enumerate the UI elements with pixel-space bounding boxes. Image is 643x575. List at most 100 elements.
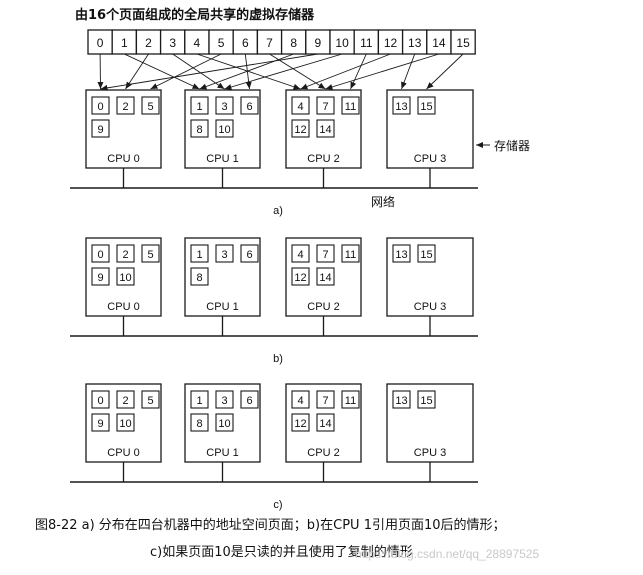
page-frame <box>190 390 209 409</box>
page-frame <box>91 267 110 286</box>
page-frame <box>116 244 135 263</box>
page-number: 12 <box>294 418 306 430</box>
page-number: 10 <box>119 272 131 284</box>
memory-page-cell <box>377 29 404 55</box>
panel-sublabel: b) <box>273 353 283 365</box>
page-frame <box>341 96 360 115</box>
page-number: 8 <box>196 272 202 284</box>
page-frame <box>341 244 360 263</box>
page-frame <box>291 244 310 263</box>
memory-page-cell <box>401 29 428 55</box>
page-number: 13 <box>395 101 407 113</box>
page-number: 15 <box>420 395 432 407</box>
page-mapping-arrow <box>196 53 301 90</box>
page-frame <box>316 96 335 115</box>
page-number: 6 <box>246 249 252 261</box>
page-number: 10 <box>218 124 230 136</box>
cpu-label: CPU 2 <box>307 153 339 165</box>
page-frame <box>291 96 310 115</box>
page-frame <box>190 244 209 263</box>
page-mapping-arrow <box>300 53 391 90</box>
cpu-label: CPU 1 <box>206 301 238 313</box>
page-number: 14 <box>319 124 331 136</box>
page-number: 3 <box>221 395 227 407</box>
caption-line-1: 图8-22 a) 分布在四台机器中的地址空间页面；b)在CPU 1引用页面10后… <box>35 518 506 533</box>
page-frame <box>215 413 234 432</box>
page-frame <box>116 96 135 115</box>
caption-line-2: c)如果页面10是只读的并且使用了复制的情形 <box>150 545 413 560</box>
memory-page-number: 10 <box>335 36 349 50</box>
page-mapping-arrow <box>124 53 200 90</box>
page-number: 1 <box>196 101 202 113</box>
memory-page-number: 12 <box>384 36 398 50</box>
page-frame <box>316 119 335 138</box>
page-number: 10 <box>119 418 131 430</box>
network-label: 网络 <box>371 194 395 209</box>
cpu-label: CPU 2 <box>307 301 339 313</box>
figure-title: 由16个页面组成的全局共享的虚拟存储器 <box>75 8 315 23</box>
page-mapping-arrow <box>150 53 222 90</box>
page-number: 9 <box>97 418 103 430</box>
page-number: 11 <box>345 101 356 113</box>
page-number: 14 <box>319 418 331 430</box>
memory-page-cell <box>426 29 452 55</box>
memory-page-number: 7 <box>266 36 273 50</box>
page-mapping-arrow <box>224 53 343 90</box>
page-number: 4 <box>297 249 303 261</box>
memory-page-number: 9 <box>315 36 322 50</box>
page-frame <box>141 96 160 115</box>
page-number: 0 <box>97 395 103 407</box>
page-frame <box>91 96 110 115</box>
page-mapping-arrow <box>125 53 149 90</box>
watermark: https://blog.csdn.net/qq_28897525 <box>355 547 540 561</box>
panel-sublabel: a) <box>273 205 283 217</box>
page-frame <box>215 390 234 409</box>
page-number: 13 <box>395 249 407 261</box>
memory-page-number: 15 <box>456 36 470 50</box>
memory-page-cell <box>353 29 380 55</box>
page-number: 7 <box>322 101 328 113</box>
page-frame <box>291 413 310 432</box>
memory-page-number: 13 <box>408 36 422 50</box>
page-frame <box>91 119 110 138</box>
cpu-label: CPU 0 <box>107 153 139 165</box>
page-number: 15 <box>420 249 432 261</box>
cpu-label: CPU 1 <box>206 447 238 459</box>
memory-page-number: 6 <box>242 36 249 50</box>
cpu-label: CPU 1 <box>206 153 238 165</box>
cpu-label: CPU 0 <box>107 301 139 313</box>
page-frame <box>240 390 259 409</box>
page-mapping-arrow <box>269 53 326 90</box>
page-frame <box>116 267 135 286</box>
page-number: 6 <box>246 101 252 113</box>
page-frame <box>417 390 436 409</box>
page-number: 6 <box>246 395 252 407</box>
page-frame <box>215 96 234 115</box>
page-frame <box>291 390 310 409</box>
page-frame <box>190 96 209 115</box>
page-number: 5 <box>147 249 153 261</box>
page-frame <box>417 244 436 263</box>
page-mapping-arrow <box>199 53 294 90</box>
page-frame <box>116 413 135 432</box>
page-frame <box>141 390 160 409</box>
page-mapping-arrow <box>172 53 225 90</box>
memory-page-number: 1 <box>121 36 128 50</box>
page-number: 4 <box>297 395 303 407</box>
page-frame <box>240 96 259 115</box>
page-number: 8 <box>196 124 202 136</box>
page-number: 3 <box>221 101 227 113</box>
cpu-label: CPU 3 <box>414 153 446 165</box>
cpu-label: CPU 0 <box>107 447 139 459</box>
page-frame <box>91 244 110 263</box>
page-frame <box>392 390 411 409</box>
page-frame <box>392 96 411 115</box>
page-number: 8 <box>196 418 202 430</box>
cpu-label: CPU 3 <box>414 301 446 313</box>
page-mapping-arrow <box>426 53 464 90</box>
mapping-arrows <box>97 53 464 91</box>
